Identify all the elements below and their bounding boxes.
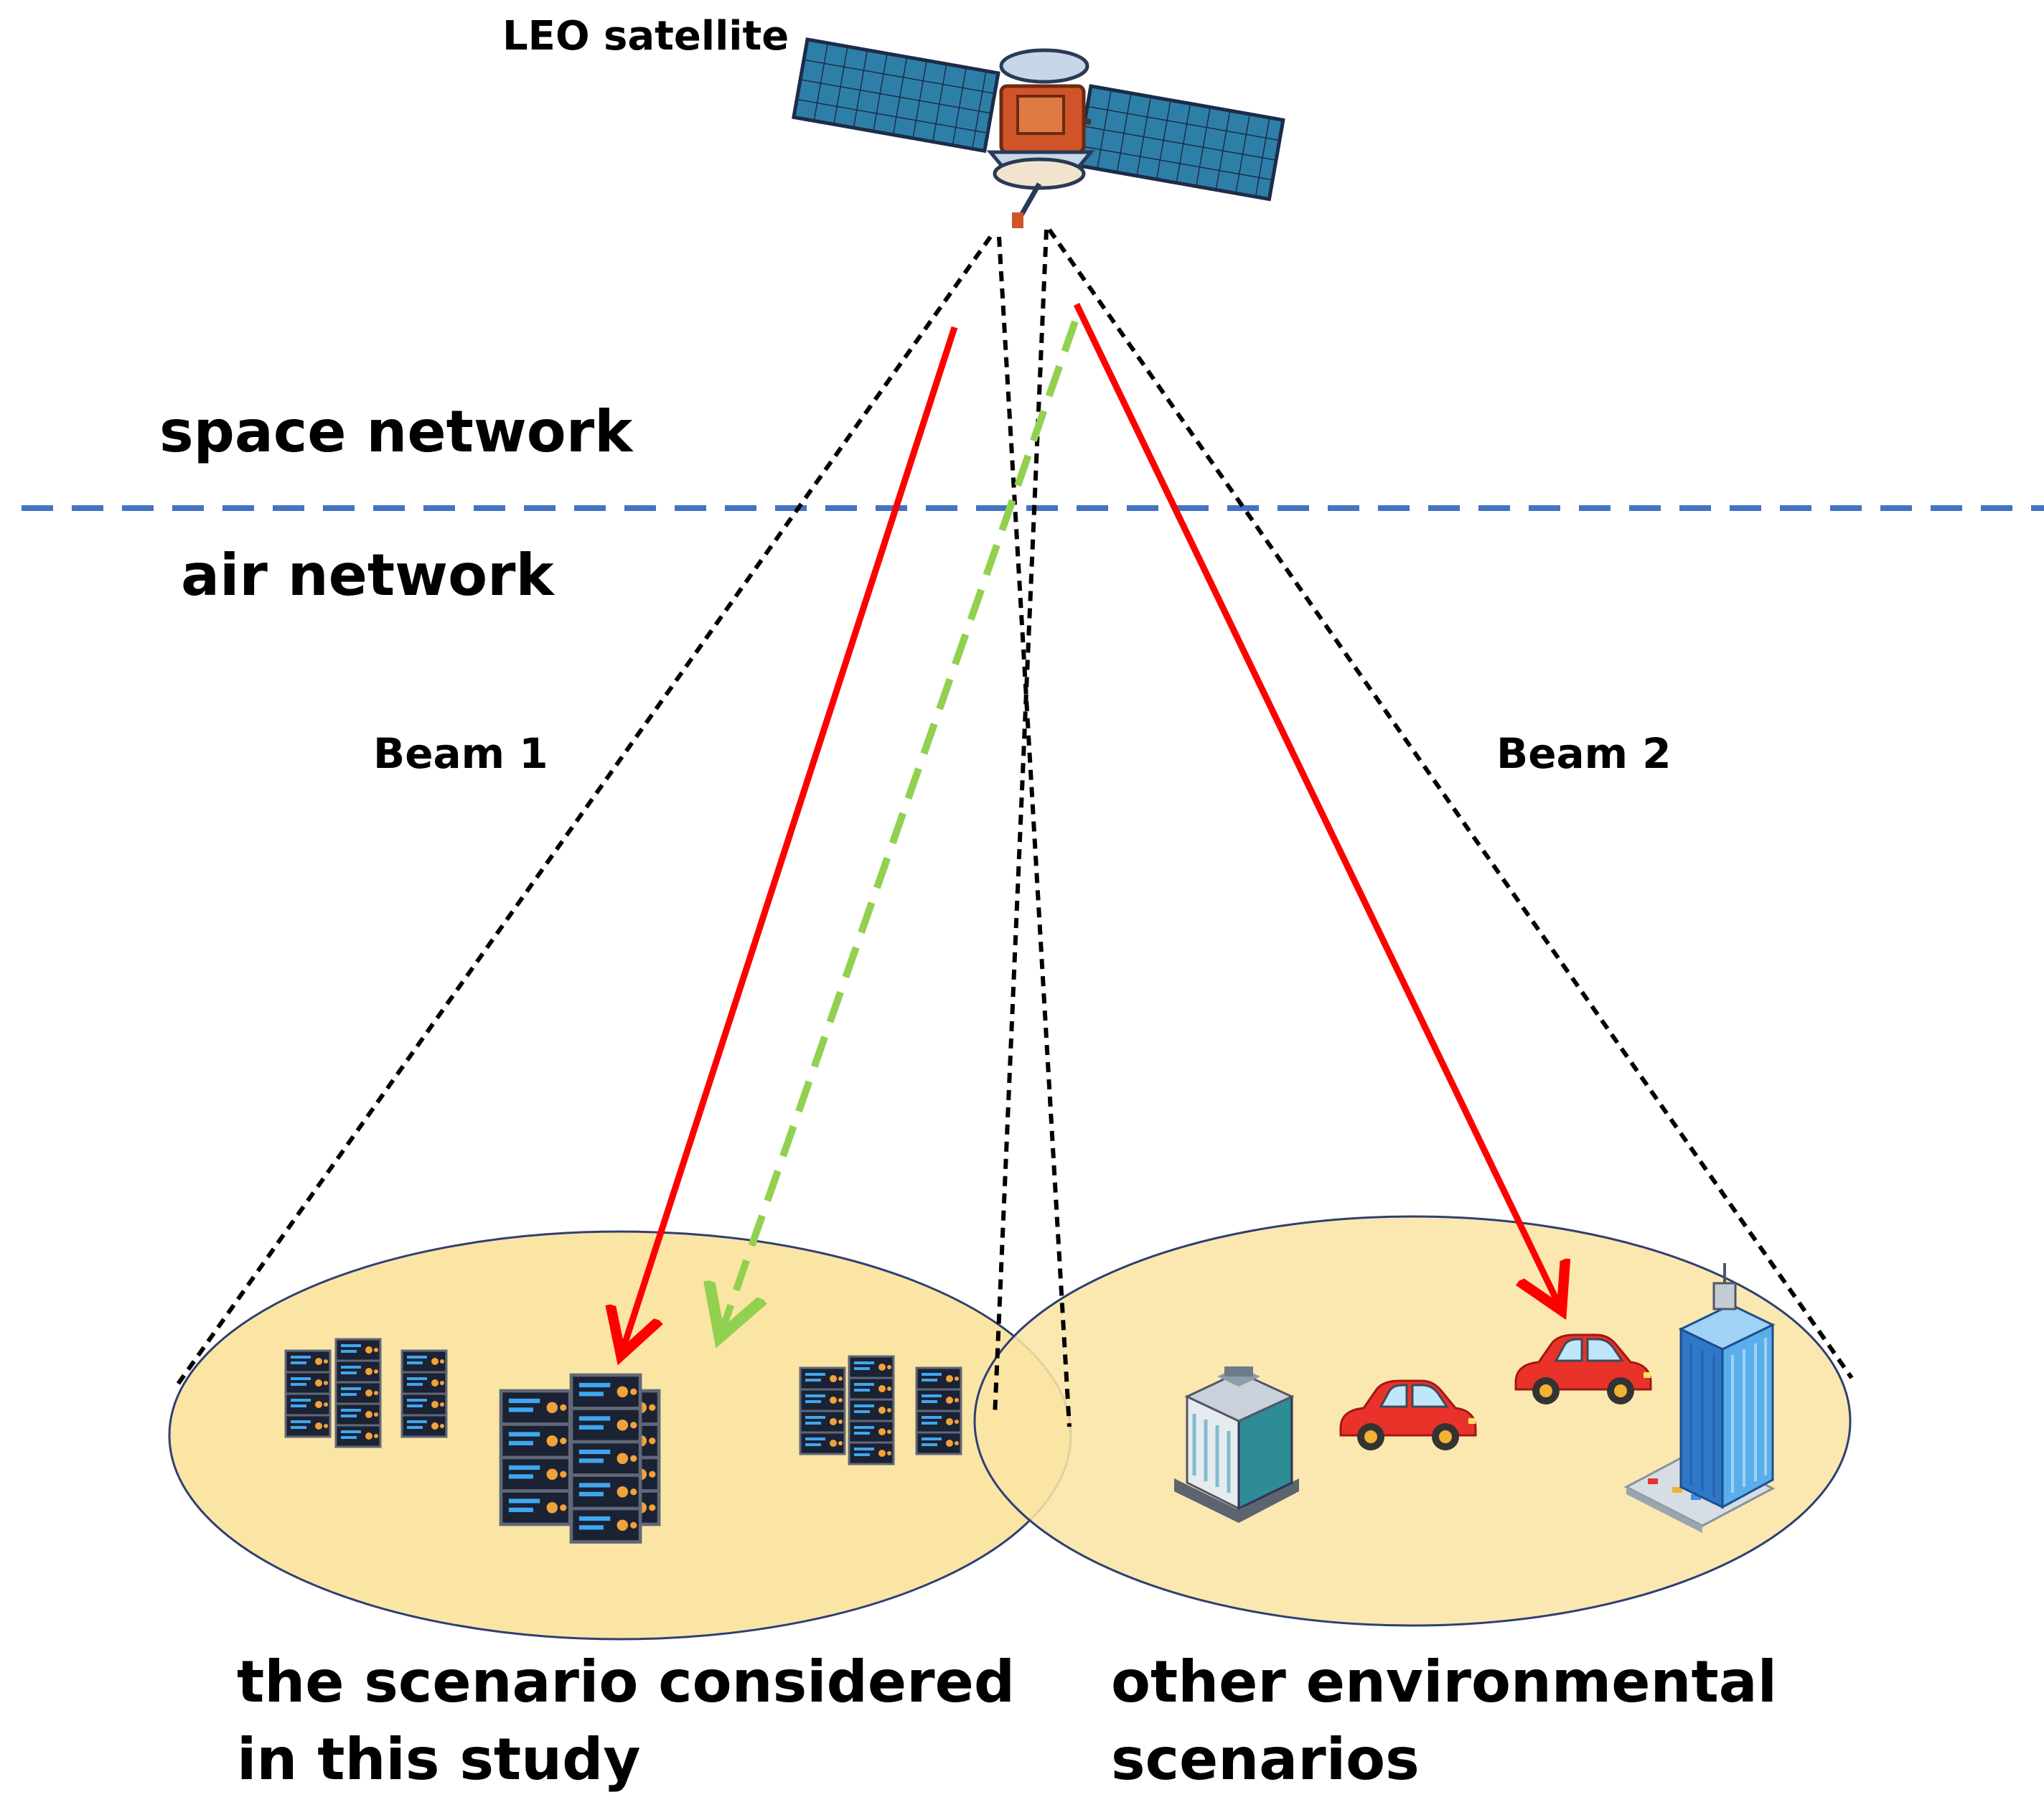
satellite-icon xyxy=(792,37,1285,228)
space-network-label: space network xyxy=(159,398,633,465)
beam2-label: Beam 2 xyxy=(1496,729,1672,778)
downlink-arrow-beam2 xyxy=(1073,303,1559,1305)
server-rack-icon xyxy=(284,1338,448,1448)
caption-study-scenario: the scenario considered in this study xyxy=(237,1643,1015,1798)
caption-other-scenarios: other environmental scenarios xyxy=(1111,1643,1777,1798)
beam1-cone xyxy=(173,235,1072,1427)
office-building-icon xyxy=(1174,1366,1299,1523)
beam1-label: Beam 1 xyxy=(373,729,548,778)
server-rack-icon xyxy=(799,1355,962,1465)
caption-line: in this study xyxy=(237,1726,641,1793)
server-rack-icon xyxy=(501,1375,659,1542)
satellite-label: LEO satellite xyxy=(502,13,789,60)
caption-line: other environmental xyxy=(1111,1648,1778,1715)
caption-line: the scenario considered xyxy=(237,1648,1016,1715)
downlink-arrow-beam1 xyxy=(623,326,958,1349)
air-network-label: air network xyxy=(181,542,554,609)
uplink-arrow-dashed xyxy=(722,320,1079,1331)
skyscraper-icon xyxy=(1623,1263,1776,1533)
caption-line: scenarios xyxy=(1111,1726,1420,1793)
